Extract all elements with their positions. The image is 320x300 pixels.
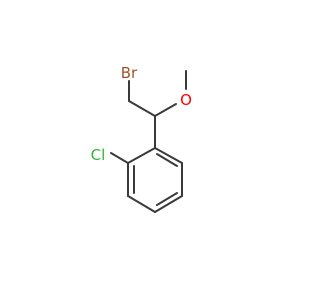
ring-bond-4-5	[127, 195, 156, 213]
bond-ch2-ch	[128, 100, 156, 117]
ring-bond-6-1	[127, 147, 156, 164]
ring-double-bond-b	[156, 192, 178, 206]
ring-bond-1-2	[154, 147, 183, 164]
ring-double-bond-a	[156, 153, 178, 167]
bond-ch-o	[154, 103, 177, 117]
oxygen-label: O	[180, 91, 192, 109]
structure-diagram: Br O Cl	[91, 64, 192, 213]
ring-bond-3-4	[154, 195, 183, 213]
chlorine-label: Cl	[91, 146, 106, 164]
bond-ring-cl	[110, 152, 129, 164]
bromine-label: Br	[121, 64, 138, 82]
